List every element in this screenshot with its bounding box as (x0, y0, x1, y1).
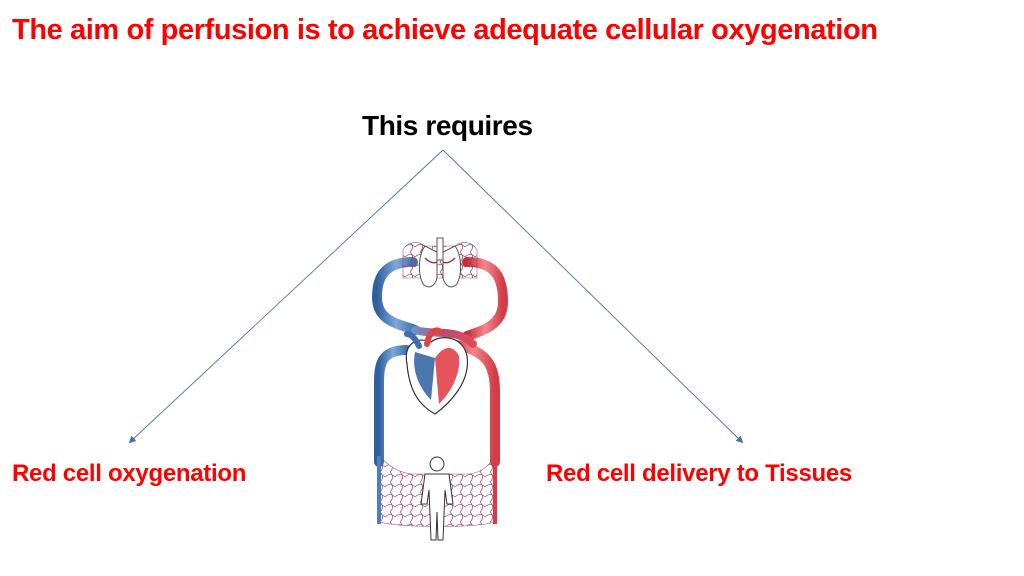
label-red-cell-oxygenation: Red cell oxygenation (12, 460, 247, 487)
circulation-diagram (371, 237, 509, 541)
arrow-left (128, 149, 444, 444)
heart-icon (404, 327, 469, 415)
slide-title: The aim of perfusion is to achieve adequ… (12, 14, 878, 46)
human-silhouette-icon (420, 456, 454, 541)
label-red-cell-delivery: Red cell delivery to Tissues (546, 460, 852, 487)
subtitle-this-requires: This requires (362, 110, 533, 141)
arrow-right (442, 149, 744, 444)
lungs-icon (402, 237, 478, 288)
